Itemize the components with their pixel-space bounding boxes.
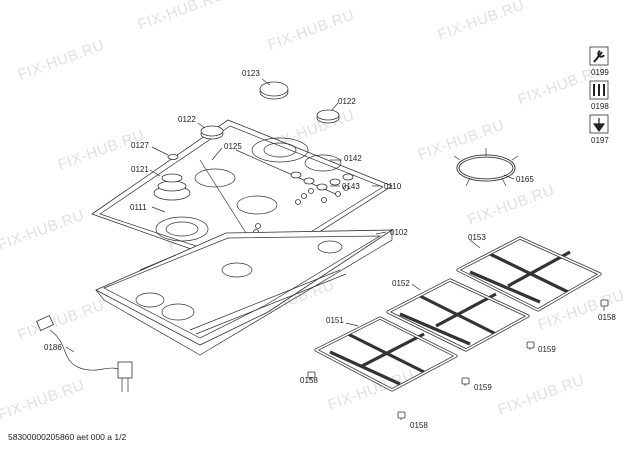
label-0186: 0186 xyxy=(44,343,62,352)
pan-support-middle xyxy=(386,278,530,352)
label-0151: 0151 xyxy=(326,316,344,325)
label-0152: 0152 xyxy=(392,279,410,288)
label-0153: 0153 xyxy=(468,233,486,242)
label-0110: 0110 xyxy=(384,182,402,191)
burner-cap-small-left-top xyxy=(200,125,224,137)
screwdriver-set-icon xyxy=(589,80,609,100)
label-0158-right: 0158 xyxy=(598,313,616,322)
label-0143: 0143 xyxy=(342,182,360,191)
flame-spreader-small xyxy=(167,154,179,160)
label-0123: 0123 xyxy=(242,69,260,78)
rubber-foot xyxy=(461,377,470,385)
tool-label-0198: 0198 xyxy=(591,102,609,111)
watermark: FIX-HUB.RU xyxy=(496,372,587,419)
watermark: FIX-HUB.RU xyxy=(16,37,107,84)
label-0142: 0142 xyxy=(344,154,362,163)
label-0111: 0111 xyxy=(130,203,147,212)
label-0102: 0102 xyxy=(390,228,408,237)
wok-burner-assembly xyxy=(153,173,191,201)
pan-support-right xyxy=(456,236,602,312)
label-0121: 0121 xyxy=(131,165,149,174)
label-0158-left: 0158 xyxy=(300,376,318,385)
label-0122-left: 0122 xyxy=(178,115,196,124)
label-0122-right: 0122 xyxy=(338,97,356,106)
rubber-foot xyxy=(600,299,609,307)
tool-label-0199: 0199 xyxy=(591,68,609,77)
pan-support-left xyxy=(314,316,458,392)
wrench-icon xyxy=(589,46,609,66)
power-cable xyxy=(36,314,133,392)
leader-lines xyxy=(65,78,605,420)
watermark: FIX-HUB.RU xyxy=(466,182,557,229)
watermark: FIX-HUB.RU xyxy=(436,0,527,44)
label-0159-right: 0159 xyxy=(538,345,556,354)
watermark: FIX-HUB.RU xyxy=(536,287,627,334)
label-0158-bottom: 0158 xyxy=(410,421,428,430)
watermark: FIX-HUB.RU xyxy=(0,207,87,254)
watermark: FIX-HUB.RU xyxy=(326,367,417,414)
burner-cap-small-right-top xyxy=(316,109,340,121)
grease-icon xyxy=(589,114,609,134)
rubber-foot xyxy=(526,341,535,349)
tool-legend: 0199 0198 0197 xyxy=(589,46,609,145)
tool-label-0197: 0197 xyxy=(591,136,609,145)
rubber-foot xyxy=(397,411,406,419)
rubber-foot xyxy=(307,371,316,379)
watermark: FIX-HUB.RU xyxy=(136,0,227,34)
label-0125: 0125 xyxy=(224,142,242,151)
label-0165: 0165 xyxy=(516,175,534,184)
drawing-reference-footer: 58300000205860 aet 000 a 1/2 xyxy=(8,432,127,442)
label-0159-middle: 0159 xyxy=(474,383,492,392)
wok-ring-support xyxy=(453,148,519,187)
watermark: FIX-HUB.RU xyxy=(16,297,107,344)
hob-base-tray xyxy=(95,229,394,356)
watermark: FIX-HUB.RU xyxy=(0,377,87,424)
watermark: FIX-HUB.RU xyxy=(266,7,357,54)
label-0127: 0127 xyxy=(131,141,149,150)
burner-cap-large-top xyxy=(259,81,289,97)
part-labels: 0123 0122 0122 0127 0125 0121 0142 0143 … xyxy=(44,69,616,430)
